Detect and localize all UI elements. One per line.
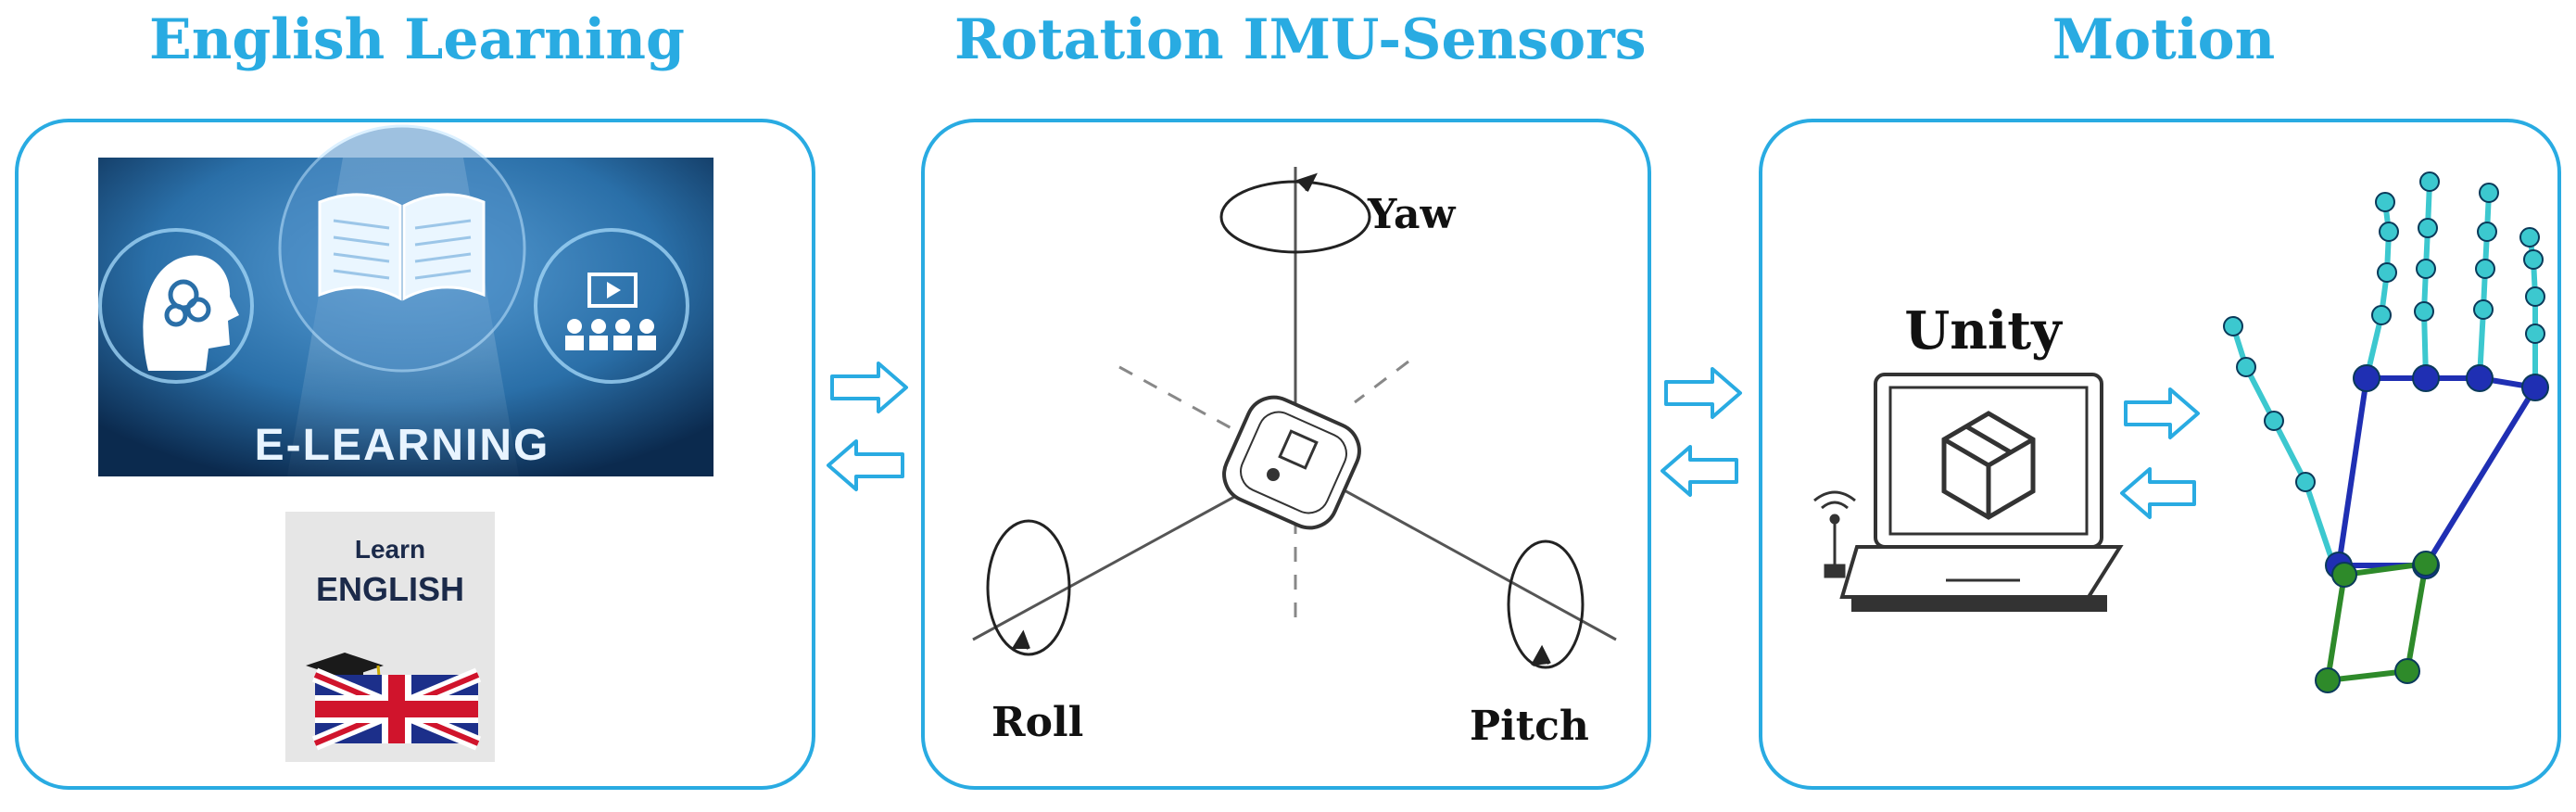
imu-sensor-icon: [1222, 395, 1361, 530]
hand-joint: [2473, 299, 2494, 320]
head-gears-icon: [98, 228, 254, 384]
pitch-rotation-arrow: [1507, 539, 1585, 669]
learn-english-card: Learn ENGLISH: [285, 512, 495, 762]
hand-joint: [2475, 259, 2495, 279]
open-book-icon: [278, 124, 526, 373]
hand-joint: [2519, 227, 2540, 247]
arrow-right-1: [830, 362, 908, 413]
roll-label: Roll: [991, 699, 1083, 746]
hand-joint: [2479, 183, 2499, 203]
yaw-label: Yaw: [1367, 191, 1457, 238]
hand-joint: [2377, 262, 2397, 283]
imu-axes: [972, 167, 1617, 669]
arrow-left-3: [2120, 467, 2196, 519]
section-title-motion: Motion: [2052, 7, 2276, 72]
hand-joint: [2413, 551, 2439, 577]
hand-joint: [2394, 658, 2420, 684]
roll-rotation-arrow: [986, 519, 1071, 656]
hand-joint: [2315, 667, 2341, 693]
arrow-left-2: [1661, 445, 1738, 497]
hand-joint: [2418, 218, 2438, 238]
hand-joint: [2412, 364, 2440, 392]
pitch-axis-line: [1294, 462, 1617, 641]
arrow-right-3: [2124, 387, 2200, 439]
hand-joint: [2525, 324, 2545, 344]
wifi-antenna-icon: [1813, 490, 1856, 578]
hand-joint: [2414, 301, 2434, 322]
video-lecture-icon: [534, 228, 689, 384]
uk-flag-icon: [311, 667, 482, 751]
hand-joint: [2466, 364, 2494, 392]
elearning-banner: E-LEARNING: [98, 124, 713, 476]
elearning-banner-text: E-LEARNING: [255, 421, 550, 470]
hand-joint: [2416, 259, 2436, 279]
hand-joint: [2523, 249, 2544, 270]
double-arrow-icon: [827, 362, 2200, 519]
hand-joint: [2525, 286, 2545, 307]
hand-joint: [2223, 316, 2243, 336]
hand-joint: [2331, 562, 2357, 588]
hand-joint: [2371, 305, 2392, 325]
section-title-english-learning: English Learning: [148, 7, 686, 72]
hand-skeleton-icon: [2223, 171, 2549, 693]
pitch-label: Pitch: [1470, 703, 1589, 750]
hand-joint: [2379, 222, 2399, 242]
hand-joint: [2521, 374, 2549, 401]
unity-logo-icon: [1941, 411, 2036, 520]
hand-joint: [2419, 171, 2440, 192]
unity-label: Unity: [1904, 300, 2063, 362]
hand-joint: [2353, 364, 2380, 392]
arrow-right-2: [1664, 367, 1742, 419]
arrow-left-1: [827, 439, 904, 491]
hand-joint: [2236, 357, 2256, 377]
learn-english-line2: ENGLISH: [316, 570, 464, 608]
hand-joint: [2375, 192, 2395, 212]
laptop-icon: [1839, 373, 2124, 612]
hand-joint: [2477, 222, 2497, 242]
learn-english-line1: Learn: [355, 535, 425, 564]
hand-joint: [2295, 472, 2316, 492]
yaw-rotation-arrow: [1219, 172, 1371, 254]
section-title-rotation-imu-sensors: Rotation IMU-Sensors: [954, 7, 1647, 72]
hand-joint: [2264, 411, 2284, 431]
